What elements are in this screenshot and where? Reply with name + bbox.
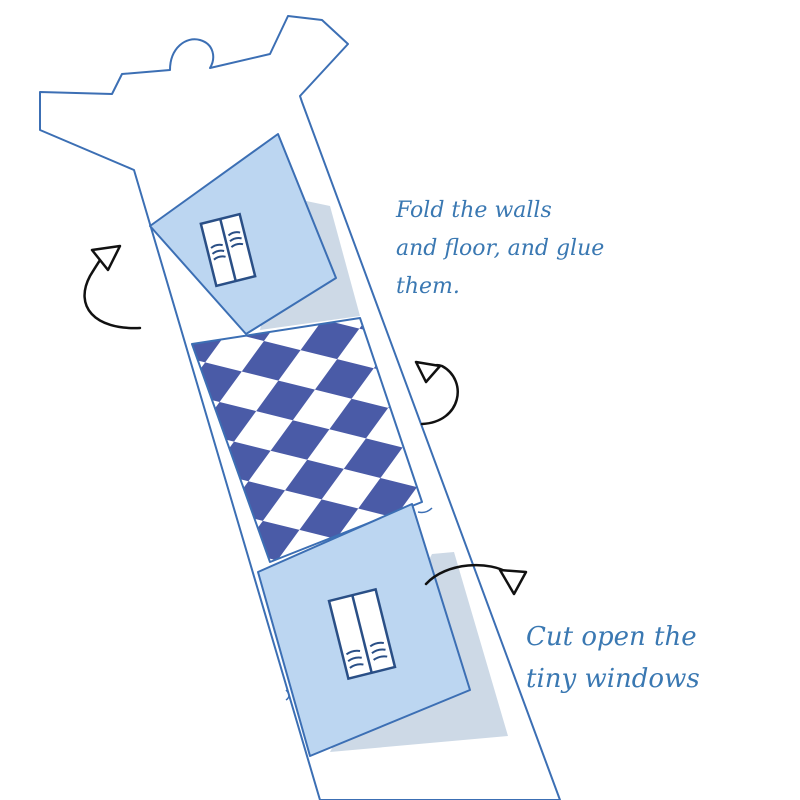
floor-tile xyxy=(300,319,360,360)
cut-instruction-line: Cut open the xyxy=(526,622,697,652)
floor-tile xyxy=(542,443,615,504)
floor-tile xyxy=(159,672,232,733)
floor-tile xyxy=(440,345,513,406)
floor-tile xyxy=(130,593,203,654)
floor-tile xyxy=(0,416,73,477)
floor-tile xyxy=(29,315,102,376)
floor-tile xyxy=(602,241,675,302)
fold-instruction-line: and floor, and glue xyxy=(396,236,605,261)
floor-tile xyxy=(0,516,43,577)
floor-tile xyxy=(101,513,174,574)
checkered-floor xyxy=(0,93,800,733)
floor-tile xyxy=(631,321,704,382)
floor-tile xyxy=(499,324,572,385)
floor-tile xyxy=(527,403,600,464)
floor-tile xyxy=(148,93,221,154)
floor-tile xyxy=(329,398,389,439)
cut-arrow-icon xyxy=(424,563,528,596)
floor-tile xyxy=(645,360,718,421)
fold-instruction-line: them. xyxy=(396,274,460,299)
floor-tile xyxy=(425,306,498,367)
floor-tile xyxy=(241,340,301,381)
floor-tile xyxy=(0,477,28,538)
floor-tile xyxy=(285,459,344,500)
cut-instruction-line: tiny windows xyxy=(526,664,700,694)
fold-arrow-icon xyxy=(83,244,142,330)
floor-tile xyxy=(117,373,190,434)
floor-tile xyxy=(73,434,146,495)
floor-tile xyxy=(0,376,58,437)
floor-tile xyxy=(218,650,291,711)
floor-tile xyxy=(314,359,374,399)
floor-tile xyxy=(469,425,542,486)
fold-instruction-line: Fold the walls xyxy=(396,198,552,223)
floor-tile xyxy=(0,556,57,617)
floor-tile xyxy=(660,220,733,281)
floor-tile xyxy=(689,299,762,360)
floor-tile xyxy=(0,437,14,498)
floor-tile xyxy=(270,420,330,460)
floor-tile xyxy=(483,464,556,525)
floor-tile xyxy=(87,474,160,535)
floor-tile xyxy=(358,478,418,518)
floor-tile xyxy=(13,635,86,696)
floor-tile xyxy=(0,596,72,657)
floor-tile xyxy=(454,385,527,446)
floor-tile xyxy=(299,499,359,540)
floor-tile xyxy=(601,421,674,482)
floor-tile xyxy=(572,342,645,403)
glue-tab-notch xyxy=(285,689,290,701)
floor-tile xyxy=(0,617,13,678)
floor-tile xyxy=(586,382,659,443)
fold-arrow-icon xyxy=(414,360,459,426)
floor-tile xyxy=(256,380,315,421)
window-icon xyxy=(199,212,257,288)
floor-tile xyxy=(616,281,689,342)
floor-tile xyxy=(343,438,403,479)
floor-tile xyxy=(734,238,800,299)
floor-tile xyxy=(556,482,629,543)
floor-tile xyxy=(44,355,117,416)
cut-instruction-text: Cut open the tiny windows xyxy=(526,616,700,700)
floor-tile xyxy=(28,495,101,556)
floor-tile xyxy=(43,535,116,596)
floor-tile xyxy=(58,394,131,455)
floor-tile xyxy=(189,571,262,632)
floor-tile xyxy=(557,303,630,364)
floor-tile xyxy=(497,504,570,565)
fold-instruction-text: Fold the walls and floor, and glue them. xyxy=(396,192,604,306)
floor-tile xyxy=(192,502,227,543)
floor-tile xyxy=(192,542,241,562)
floor-tile xyxy=(86,654,159,715)
floor-tile xyxy=(57,574,130,635)
floor-tile xyxy=(424,486,497,547)
floor-tile xyxy=(15,276,88,337)
floor-tile xyxy=(675,260,748,321)
floor-tile xyxy=(513,364,586,425)
floor-tile xyxy=(0,337,44,398)
window-icon xyxy=(327,587,397,681)
floor-tile xyxy=(192,462,212,503)
tower-strip-outline xyxy=(39,15,561,800)
floor-tile xyxy=(72,614,145,675)
floor-tile xyxy=(88,294,161,355)
floor-tile xyxy=(116,553,189,614)
floor-tile xyxy=(103,333,176,394)
glue-tab-notch xyxy=(417,507,433,514)
floor-tile xyxy=(192,423,198,463)
floor-tile xyxy=(204,611,277,672)
floor-tile xyxy=(14,455,87,516)
floor-tile xyxy=(145,632,218,693)
